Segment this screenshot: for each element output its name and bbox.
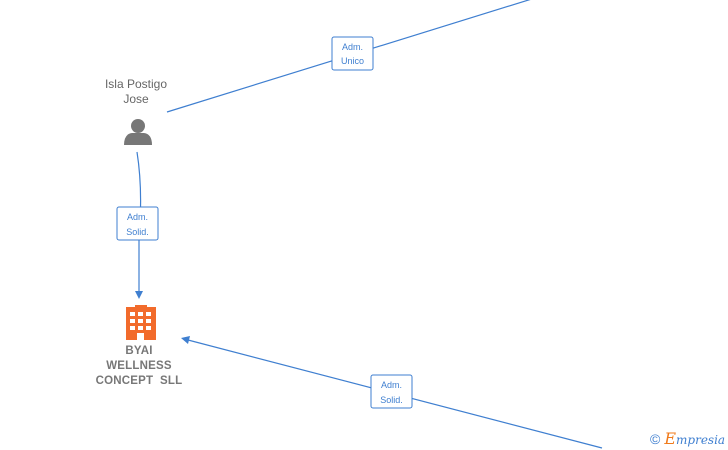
empresia-logo-text: mpresia	[676, 433, 726, 447]
edge-label-top: Adm. Unico	[331, 36, 374, 71]
empresia-watermark: ©Empresia	[650, 429, 725, 448]
edge-label-bottom-line2: Solid.	[380, 395, 403, 405]
edge-label-left-line2: Solid.	[126, 227, 149, 237]
edge-label-left-line1: Adm.	[127, 212, 148, 222]
copyright-symbol: ©	[650, 431, 661, 447]
person-name-label[interactable]: Isla Postigo Jose	[76, 77, 196, 107]
edge-label-top-line2: Unico	[341, 56, 364, 66]
edge-left-arrowhead	[135, 291, 143, 299]
edge-label-left: Adm. Solid.	[116, 206, 159, 241]
company-name-line3: CONCEPT SLL	[95, 375, 183, 387]
building-icon[interactable]	[126, 305, 156, 340]
company-name-line1: BYAI	[125, 345, 153, 357]
edge-label-bottom: Adm. Solid.	[370, 374, 413, 409]
empresia-logo-initial: E	[664, 429, 677, 448]
person-name-line1: Isla Postigo	[104, 77, 168, 91]
person-name-line2: Jose	[123, 92, 149, 106]
edge-label-bottom-line1: Adm.	[381, 380, 402, 390]
company-name-label[interactable]: BYAI WELLNESS CONCEPT SLL	[69, 344, 209, 389]
edge-label-top-line1: Adm.	[342, 42, 363, 52]
edge-bottom-arrowhead	[181, 336, 190, 344]
company-name-line2: WELLNESS	[106, 360, 172, 372]
person-icon[interactable]	[124, 119, 152, 145]
